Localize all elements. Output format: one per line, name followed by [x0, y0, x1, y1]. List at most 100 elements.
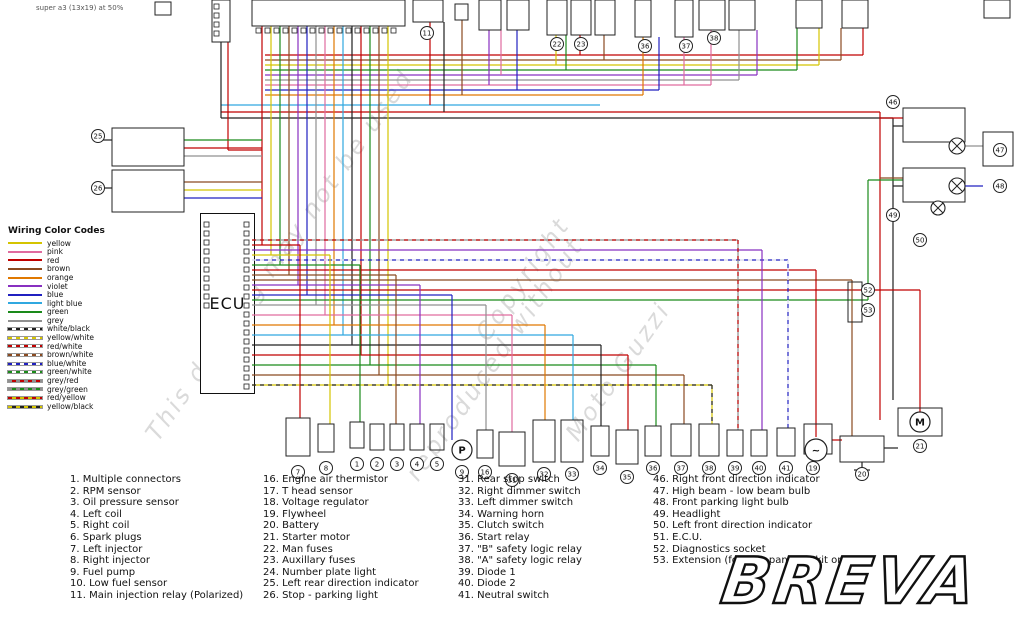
- legend-item: brown: [8, 265, 105, 274]
- legend-label: grey: [47, 315, 64, 325]
- callout-circle: [390, 457, 404, 471]
- connector-pin: [273, 27, 280, 34]
- connector-box: [615, 429, 639, 465]
- callout-circle: [861, 283, 875, 297]
- legend-label: white/black: [47, 324, 90, 334]
- callout-circle: [370, 457, 384, 471]
- callout-number: 8: [324, 465, 328, 473]
- callout-circle: [565, 467, 579, 481]
- connector-pin: [243, 356, 250, 363]
- legend-label: red/white: [47, 341, 83, 351]
- callout-number: 23: [577, 41, 586, 49]
- callout-circle: [420, 26, 434, 40]
- component-item: 20. Battery: [263, 520, 320, 532]
- component-item: 40. Diode 2: [458, 578, 516, 590]
- legend-label: grey/red: [47, 376, 79, 386]
- component-item: 25. Left rear direction indicator: [263, 578, 419, 590]
- connector-pin: [363, 27, 370, 34]
- callout-circle: [702, 461, 716, 475]
- connector-pin: [203, 266, 210, 273]
- connector-pin: [213, 12, 220, 19]
- component-item: 48. Front parking light bulb: [653, 497, 789, 509]
- legend-item: red/yellow: [7, 394, 105, 403]
- callout-number: 39: [731, 465, 740, 473]
- callout-circle: [350, 457, 364, 471]
- connector-box: [389, 423, 405, 451]
- connector-box: [644, 425, 662, 457]
- connector-box: [369, 423, 385, 451]
- callout-circle: [913, 233, 927, 247]
- connector-pin: [243, 302, 250, 309]
- connector-pin: [243, 338, 250, 345]
- component-item: 34. Warning horn: [458, 508, 545, 520]
- callout-number: 32: [540, 471, 549, 479]
- connector-box: [776, 427, 796, 457]
- component-item: 36. Start relay: [458, 531, 530, 543]
- legend-label: yellow: [47, 238, 71, 248]
- component-item: 49. Headlight: [653, 508, 721, 520]
- connector-pin: [243, 365, 250, 372]
- callout-number: 37: [677, 465, 686, 473]
- connector-pin: [203, 230, 210, 237]
- connector-box: [728, 0, 756, 31]
- connector-box: [750, 429, 768, 457]
- component-item: 51. E.C.U.: [653, 531, 703, 543]
- legend-item: blue: [8, 291, 105, 300]
- callout-circle: [91, 129, 105, 143]
- connector-box: [795, 0, 823, 29]
- legend-color-swatch: [8, 242, 42, 245]
- component-item: 8. Right injector: [70, 555, 150, 567]
- connector-pin: [243, 239, 250, 246]
- connector-box: [532, 419, 556, 463]
- callout-number: 9: [460, 469, 464, 477]
- callout-circle: [707, 31, 721, 45]
- component-item: 35. Clutch switch: [458, 520, 545, 532]
- callout-number: 20: [858, 471, 867, 479]
- connector-box: [982, 131, 1014, 167]
- connector-pin: [243, 257, 250, 264]
- component-item: 38. "A" safety logic relay: [458, 555, 582, 567]
- legend-color-swatch: [8, 259, 42, 262]
- legend-label: red: [47, 255, 60, 265]
- legend-color-swatch: [8, 293, 42, 296]
- component-item: 21. Starter motor: [263, 531, 350, 543]
- connector-pin: [336, 27, 343, 34]
- legend-item: pink: [8, 248, 105, 257]
- connector-pin: [372, 27, 379, 34]
- connector-box: [726, 429, 744, 457]
- callout-circle: [410, 457, 424, 471]
- legend-label: violet: [47, 281, 68, 291]
- legend-color-swatch: [7, 335, 43, 340]
- connector-pin: [203, 284, 210, 291]
- callout-circle: [91, 181, 105, 195]
- connector-box: [670, 423, 692, 457]
- component-item: 32. Right dimmer switch: [458, 485, 581, 497]
- legend-item: grey/red: [7, 376, 105, 386]
- connector-box: [285, 417, 311, 457]
- connector-box: [409, 423, 425, 451]
- callout-circle: [478, 465, 492, 479]
- connector-box: [429, 423, 445, 451]
- callout-circle: [638, 39, 652, 53]
- callout-number: 21: [916, 443, 925, 451]
- connector-pin: [213, 30, 220, 37]
- connector-pin: [318, 27, 325, 34]
- callout-circle: [537, 467, 551, 481]
- connector-box: [897, 407, 943, 437]
- connector-pin: [213, 21, 220, 28]
- connector-pin: [203, 248, 210, 255]
- connector-pin: [243, 329, 250, 336]
- callout-circle: [861, 303, 875, 317]
- component-symbol-circle: [451, 439, 473, 461]
- connector-box: [211, 0, 231, 43]
- callout-circle: [550, 37, 564, 51]
- legend-color-swatch: [7, 353, 43, 358]
- callout-number: 37: [682, 43, 691, 51]
- component-item: 24. Number plate light: [263, 566, 377, 578]
- legend-item: red/white: [7, 341, 105, 351]
- component-item: 2. RPM sensor: [70, 485, 141, 497]
- component-item: 26. Stop - parking light: [263, 589, 378, 601]
- connector-box: [111, 127, 185, 167]
